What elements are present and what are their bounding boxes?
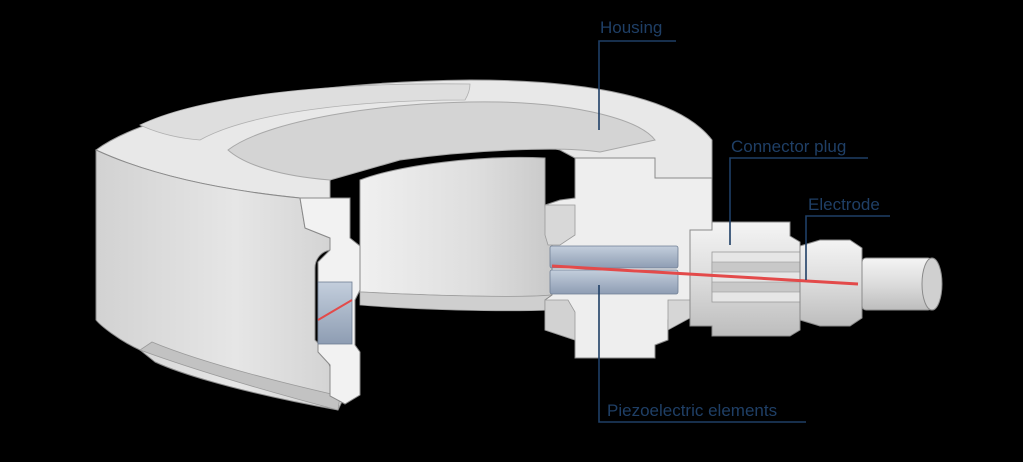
housing-ring: [95, 79, 713, 411]
piezo-leader-line: [598, 285, 806, 423]
left-piezo-element: [317, 281, 353, 345]
housing-label: Housing: [600, 18, 662, 37]
connector-insulator-bottom: [711, 281, 801, 293]
connector-plug-leader-line: [729, 157, 868, 245]
housing-section: [544, 157, 713, 359]
piezo-element-upper: [549, 245, 679, 269]
housing-right-groove: [667, 299, 691, 331]
connector-pin-end: [921, 257, 943, 311]
electrode-leader-line: [805, 215, 890, 280]
housing-lower-notch: [544, 299, 576, 341]
housing-upper-notch: [544, 204, 576, 246]
electrode-label: Electrode: [808, 195, 880, 214]
electrode-wire: [551, 264, 859, 286]
ring-inner-step: [139, 83, 471, 141]
leader-lines: [598, 40, 890, 423]
connector-plug-body: [689, 221, 943, 337]
piezoelectric-elements-label: Piezoelectric elements: [607, 401, 777, 420]
ring-inner-bore: [227, 101, 656, 181]
left-electrode-wire: [317, 299, 353, 321]
ring-inner-wall: [359, 156, 553, 297]
connector-insulator-top: [711, 261, 801, 273]
connector-plug-label: Connector plug: [731, 137, 846, 156]
housing-leader-line: [598, 40, 676, 130]
